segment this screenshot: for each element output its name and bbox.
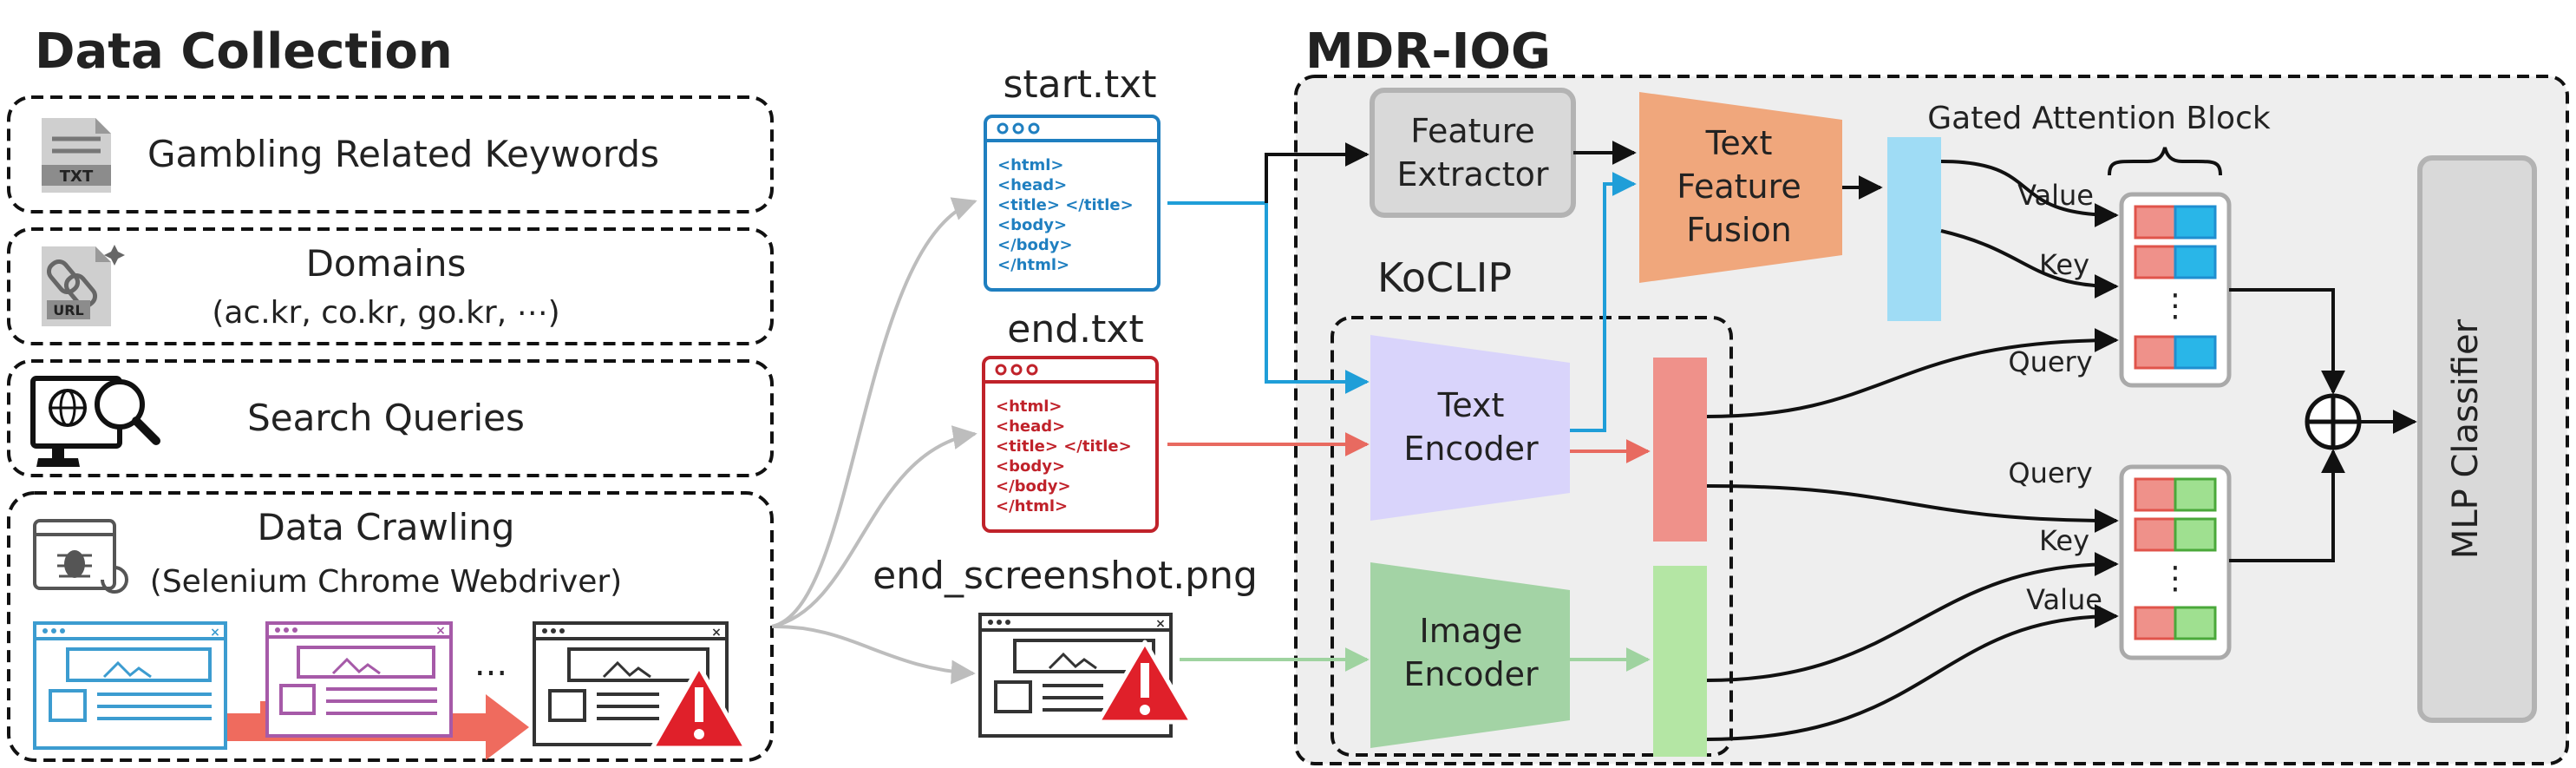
svg-text:×: ×: [1155, 617, 1166, 631]
query-label-text: Query: [2008, 345, 2092, 378]
attention-dots: ⋮: [2160, 561, 2191, 596]
txt-icon-label: TXT: [60, 167, 94, 186]
screenshot-file-name: end_screenshot.png: [873, 554, 1258, 598]
warning-icon: [650, 664, 749, 751]
keywords-label: Gambling Related Keywords: [147, 133, 659, 175]
value-label-image: Value: [2026, 583, 2102, 616]
screenshot-warning-icon: [1095, 640, 1194, 725]
webpage-start-icon: ×: [33, 621, 227, 750]
end-html-line: <title> </title>: [996, 437, 1132, 456]
svg-text:×: ×: [711, 626, 722, 640]
mlp-classifier-label: MLP Classifier: [2446, 318, 2486, 559]
end-html-file: <html> <head> <title> </title> <body> </…: [982, 356, 1159, 533]
start-file-name: start.txt: [1003, 62, 1156, 107]
gated-attention-title: Gated Attention Block: [1927, 101, 2271, 136]
koclip-title: KoCLIP: [1377, 254, 1512, 301]
end-html-line: <body>: [996, 457, 1065, 476]
koclip-box: [1330, 316, 1733, 757]
attention-block-text: ⋮: [2119, 192, 2232, 388]
text-encoder-line: Encoder: [1403, 430, 1539, 468]
text-encoder-line: Text: [1437, 386, 1505, 424]
domains-examples: (ac.kr, co.kr, go.kr, ⋯): [212, 295, 559, 331]
svg-text:×: ×: [210, 626, 220, 640]
key-label-image: Key: [2039, 524, 2089, 557]
image-encoder-line: Image: [1419, 612, 1522, 650]
bug-crawler-icon: [33, 519, 128, 594]
text-feature-bar: [1653, 358, 1707, 542]
webpage-intermediate-icon: ×: [265, 621, 453, 738]
attention-brace: [2108, 147, 2222, 176]
feature-extractor-module: Feature Extractor: [1370, 88, 1576, 218]
fusion-line: Feature: [1677, 167, 1801, 206]
attention-dots: ⋮: [2160, 288, 2191, 324]
search-source: Search Queries: [7, 359, 774, 477]
start-html-line: <head>: [997, 176, 1067, 194]
txt-file-icon: TXT: [42, 118, 111, 193]
domains-source: URL Domains (ac.kr, co.kr, go.kr, ⋯): [7, 227, 774, 345]
text-feature-fusion-module: Text Feature Fusion: [1639, 92, 1842, 283]
text-fusion-feature-bar: [1887, 137, 1941, 321]
end-html-line: <html>: [996, 397, 1062, 416]
mlp-classifier-module: MLP Classifier: [2417, 155, 2537, 723]
data-collection-title: Data Collection: [35, 23, 453, 80]
svg-text:×: ×: [435, 624, 446, 638]
crawling-sub: (Selenium Chrome Webdriver): [150, 564, 622, 600]
crawling-source: Data Crawling (Selenium Chrome Webdriver…: [7, 491, 774, 762]
more-pages-ellipsis: ...: [474, 644, 507, 684]
crawling-label: Data Crawling: [258, 506, 515, 548]
start-html-line: <title> </title>: [997, 196, 1134, 214]
model-panel: [1294, 75, 2569, 765]
collection-to-files-arrows: [771, 197, 977, 685]
fusion-line: Fusion: [1686, 211, 1792, 249]
start-html-line: <body>: [997, 216, 1067, 234]
end-file-name: end.txt: [1007, 307, 1143, 351]
attention-block-image: ⋮: [2119, 464, 2232, 660]
sum-node: [2305, 393, 2362, 450]
end-html-line: <head>: [996, 417, 1065, 436]
model-title: MDR-IOG: [1305, 23, 1551, 80]
search-monitor-icon: [30, 376, 160, 467]
end-html-line: </body>: [996, 477, 1071, 496]
domains-label: Domains: [306, 242, 467, 285]
image-encoder-module: Image Encoder: [1370, 562, 1570, 748]
start-html-line: <html>: [997, 156, 1064, 174]
start-html-file: <html> <head> <title> </title> <body> </…: [984, 115, 1161, 292]
end-html-line: </html>: [996, 497, 1068, 515]
fusion-line: Text: [1705, 124, 1773, 162]
model-arrows: [1167, 141, 2417, 741]
text-encoder-module: Text Encoder: [1370, 335, 1570, 521]
image-encoder-line: Encoder: [1403, 655, 1539, 693]
start-html-line: </body>: [997, 236, 1073, 254]
query-label-image: Query: [2008, 456, 2092, 489]
feature-extractor-line: Extractor: [1397, 155, 1549, 194]
keywords-source: TXT Gambling Related Keywords: [7, 95, 774, 213]
url-link-icon: URL: [42, 245, 125, 326]
image-feature-bar: [1653, 566, 1707, 757]
search-label: Search Queries: [247, 397, 525, 439]
start-html-line: </html>: [997, 256, 1069, 274]
feature-extractor-line: Feature: [1410, 112, 1535, 150]
url-icon-label: URL: [53, 302, 84, 318]
